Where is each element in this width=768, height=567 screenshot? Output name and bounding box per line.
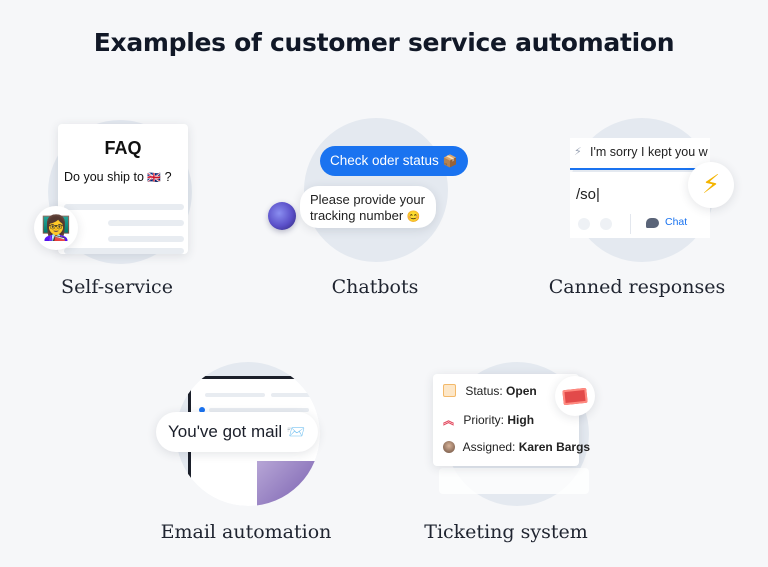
priority-chevron-icon: ︽ [443,415,454,427]
faq-question-text: Do you ship to [64,170,144,184]
self-service-label: Self-service [61,276,173,298]
bot-avatar-icon [268,202,296,230]
ticket-icon [562,387,588,405]
bot-chat-line: tracking number 😊 [310,208,436,225]
teacher-avatar-icon: 👩‍🏫 [41,214,71,242]
self-service-card: FAQ Do you ship to 🇬🇧 ? 👩‍🏫 [30,110,200,270]
faq-line [108,236,184,242]
faq-line [64,204,184,210]
user-avatar: 👩‍🏫 [34,206,78,250]
user-chat-text: Check oder status [330,153,439,168]
bolt-icon: ⚡ [701,170,721,200]
toolbar-divider [630,214,631,234]
user-chat-bubble: Check oder status 📦 [320,146,468,176]
email-line [209,408,309,412]
toolbar-dot [578,218,590,230]
ticketing-card: Status: Open ︽ Priority: High Assigned: … [425,358,625,518]
assigned-value: Karen Bargs [518,440,591,454]
package-icon: 📦 [442,154,458,168]
uk-flag-icon: 🇬🇧 [147,172,162,184]
bot-chat-text: tracking number [310,208,404,223]
email-photo [257,461,320,506]
email-label: Email automation [160,521,332,543]
faq-line [64,248,184,254]
priority-row: ︽ Priority: High [443,412,534,428]
ticket-button[interactable] [555,376,595,416]
assignee-avatar [443,441,455,453]
chat-channel-label[interactable]: Chat [665,216,688,228]
status-key: Status: [465,384,503,398]
smile-icon: 😊 [406,211,421,223]
toolbar-dot [600,218,612,230]
faq-line [108,220,184,226]
mail-icon: 📨 [286,424,306,441]
email-card: You've got mail 📨 [150,358,350,518]
chatbots-card: Check oder status 📦 Please provide your … [264,110,484,270]
bot-chat-line: Please provide your [310,192,425,207]
assigned-key: Assigned: [462,440,516,454]
page-title: Examples of customer service automation [93,28,675,57]
email-line [205,393,265,397]
mail-notification-text: You've got mail [168,422,283,441]
faq-question: Do you ship to 🇬🇧 ? [64,170,172,184]
canned-preview-bar: ⚡ I'm sorry I kept you w [570,138,710,170]
status-value: Open [506,384,537,398]
ticket-panel: Status: Open ︽ Priority: High Assigned: … [433,374,590,466]
ticketing-label: Ticketing system [424,521,588,543]
canned-card: ⚡ I'm sorry I kept you w /so| Chat ⚡ [552,110,752,270]
priority-key: Priority: [463,413,505,427]
email-line [271,393,320,397]
assigned-row: Assigned: Karen Bargs [443,440,590,454]
status-icon [443,384,456,397]
bolt-small-icon: ⚡ [574,145,582,158]
canned-typed-text[interactable]: /so| [576,186,600,203]
canned-preview-text: I'm sorry I kept you w [590,145,708,159]
status-row: Status: Open [443,384,537,398]
bolt-button[interactable]: ⚡ [688,162,734,208]
email-progress [199,407,205,413]
canned-label: Canned responses [548,276,726,298]
ticket-back-panel [439,468,589,494]
faq-panel: FAQ Do you ship to 🇬🇧 ? [58,124,188,254]
bot-chat-bubble: Please provide your tracking number 😊 [300,186,436,228]
faq-question-end: ? [164,170,172,184]
canned-input-panel: /so| Chat [570,172,710,238]
chat-bubble-icon [646,218,659,228]
faq-heading: FAQ [104,138,142,158]
mail-notification-bubble: You've got mail 📨 [156,412,318,452]
chatbots-label: Chatbots [331,276,419,298]
priority-value: High [507,413,535,427]
